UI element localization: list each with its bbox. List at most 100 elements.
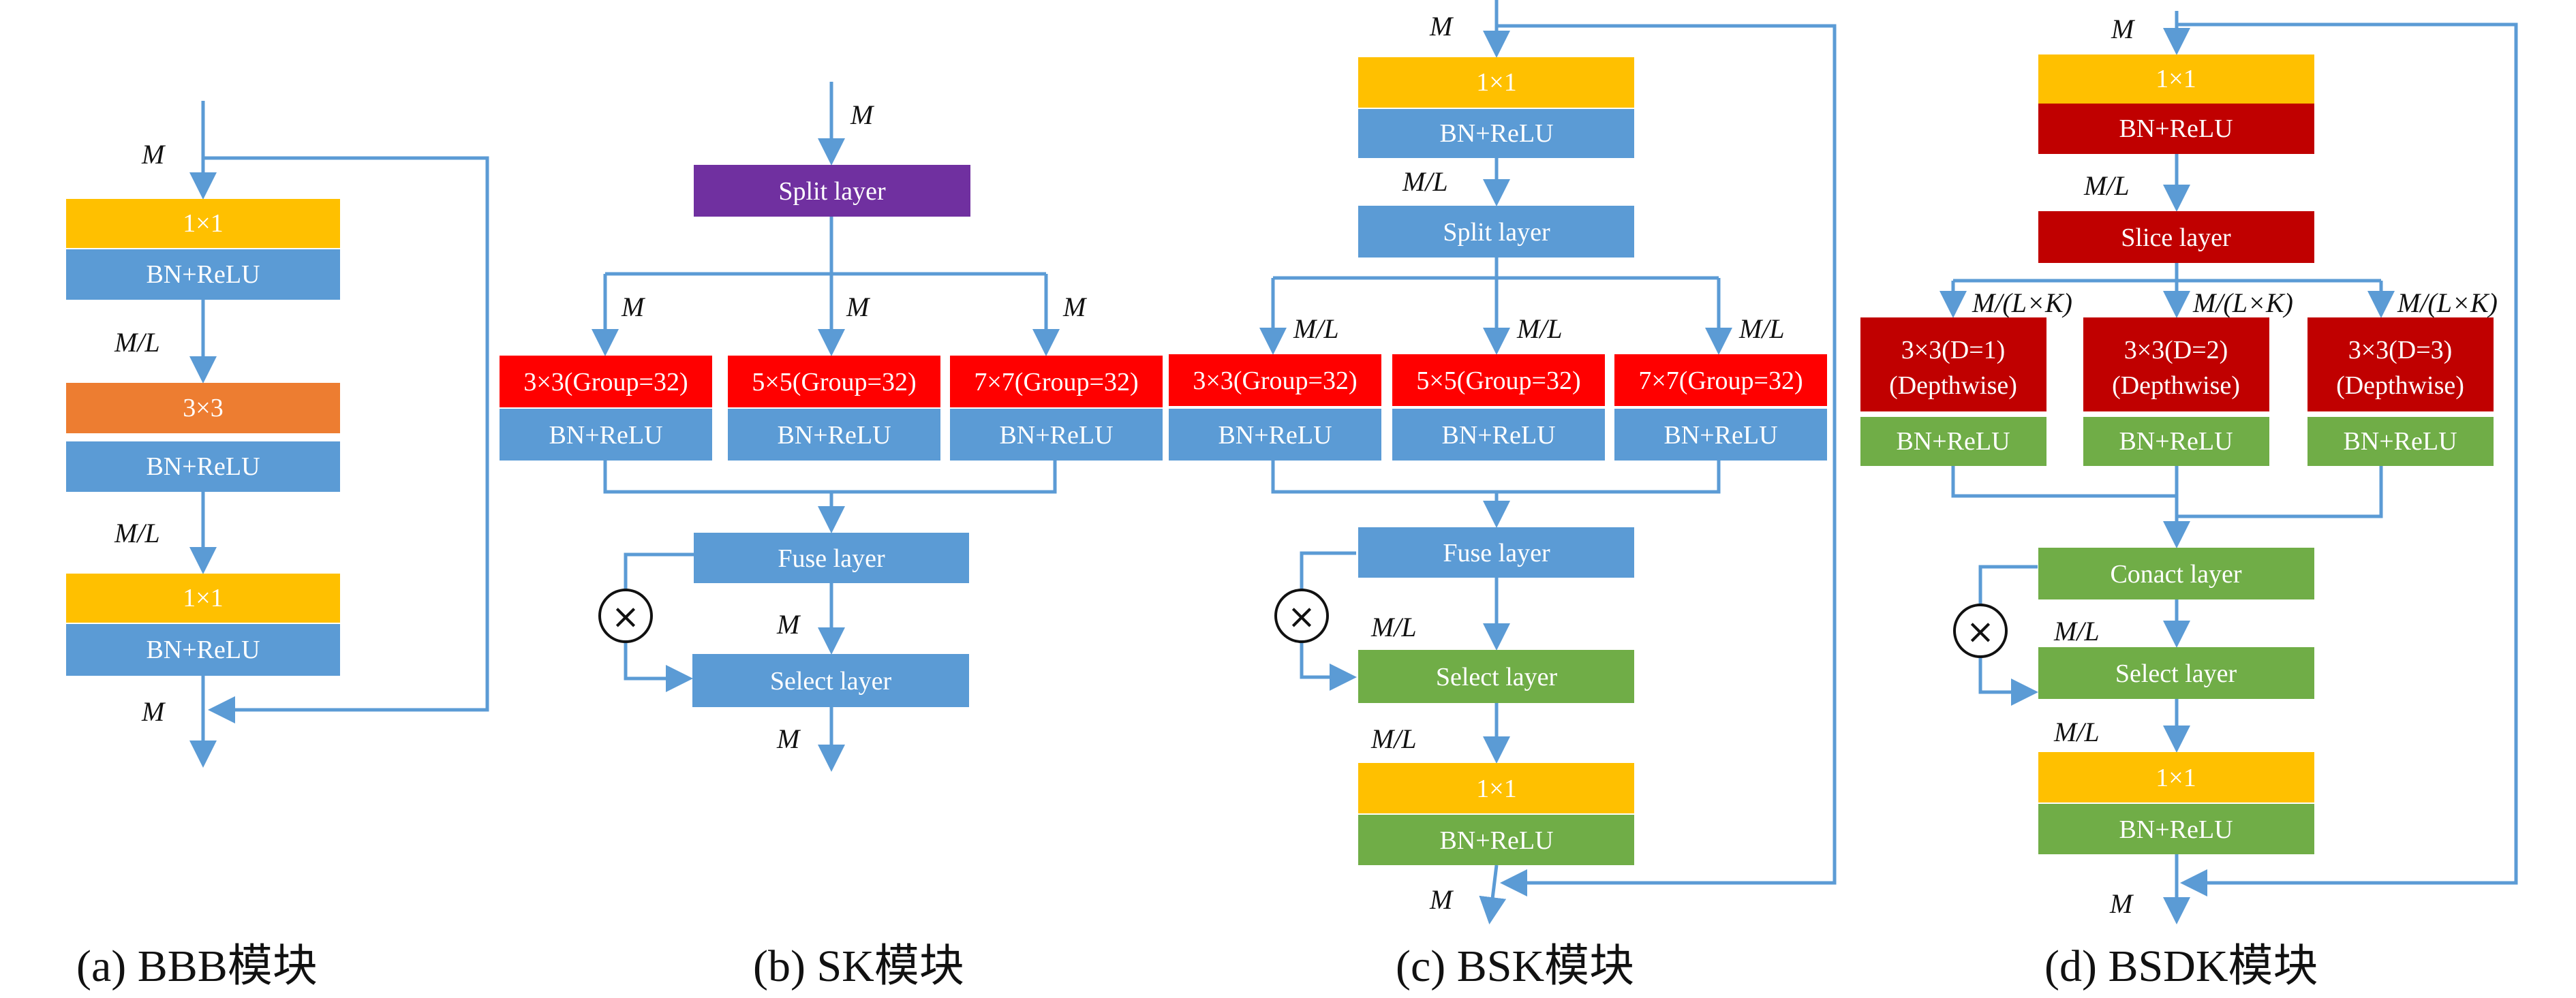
d-conv1x1-out xyxy=(2038,752,2314,802)
c-merge-bar xyxy=(1271,461,1721,494)
d-bn-relu-in xyxy=(2038,104,2314,154)
a-bn-relu-1-label: BN+ReLU xyxy=(146,260,260,289)
panel-b: Split layer 3×3(Group=32) BN+ReLU 5×5(Gr… xyxy=(500,82,1163,772)
d-bn-relu-3 xyxy=(2307,417,2494,466)
skip-connection-d xyxy=(2177,22,2518,896)
b-bn-relu-3-label: BN+ReLU xyxy=(999,421,1113,450)
panel-d: 1×1 BN+ReLU Slice layer 3×3(D=1) (Depthw… xyxy=(1860,11,2518,924)
a-label-m-top: M xyxy=(141,139,166,170)
d-depthwise-d3-label-a: 3×3(D=3) xyxy=(2348,336,2453,364)
c-label-ml-3: M/L xyxy=(1738,313,1785,344)
d-conv1x1-in xyxy=(2038,54,2314,104)
d-conv1x1-out-label: 1×1 xyxy=(2156,764,2196,792)
c-bn-relu-in xyxy=(1358,109,1634,158)
c-label-ml-1: M/L xyxy=(1293,313,1339,344)
c-label-m-bottom: M xyxy=(1429,884,1454,915)
c-bn-relu-2-label: BN+ReLU xyxy=(1441,421,1555,450)
d-multiply-icon xyxy=(1953,604,2008,658)
b-label-m-mid: M xyxy=(776,609,801,640)
a-conv3x3 xyxy=(66,383,340,433)
c-conv-7x7-label: 7×7(Group=32) xyxy=(1638,367,1803,395)
c-label-ml-split: M/L xyxy=(1402,166,1448,197)
d-label-mlk-2: M/(L×K) xyxy=(2192,287,2293,318)
c-conv-5x5 xyxy=(1392,354,1605,406)
b-conv-5x5-label: 5×5(Group=32) xyxy=(752,368,916,396)
c-label-ml-2: M/L xyxy=(1516,313,1563,344)
d-conv1x1-in-label: 1×1 xyxy=(2156,65,2196,93)
d-bn-relu-out xyxy=(2038,804,2314,854)
d-concat-to-mult xyxy=(1978,565,2038,605)
a-label-m-bottom: M xyxy=(141,696,166,727)
d-label-ml-slice: M/L xyxy=(2083,170,2130,201)
a-bn-relu-1 xyxy=(66,249,340,300)
d-label-m-bottom: M xyxy=(2109,888,2134,919)
a-conv1x1-top xyxy=(66,199,340,248)
d-depthwise-d3-label-b: (Depthwise) xyxy=(2336,371,2464,400)
c-bn-relu-3 xyxy=(1614,409,1827,461)
c-conv-7x7 xyxy=(1614,354,1827,406)
b-fuse-to-mult xyxy=(624,552,694,590)
b-label-m-bottom: M xyxy=(776,723,801,754)
c-conv1x1-out-label: 1×1 xyxy=(1476,775,1516,803)
b-fuse-layer xyxy=(694,533,969,583)
c-fuse-layer xyxy=(1358,527,1634,578)
c-fuse-layer-label: Fuse layer xyxy=(1443,539,1550,567)
b-mult-to-select xyxy=(624,642,693,692)
caption-b: (b) SK模块 xyxy=(753,941,964,991)
d-concat-layer-label: Conact layer xyxy=(2110,560,2241,589)
d-slice-layer-label: Slice layer xyxy=(2121,223,2231,252)
d-mult-to-select xyxy=(1978,657,2038,706)
a-conv1x1-top-label: 1×1 xyxy=(183,209,223,238)
c-bn-relu-1-label: BN+ReLU xyxy=(1218,421,1332,450)
c-conv-3x3 xyxy=(1169,354,1381,406)
d-depthwise-d2-label-a: 3×3(D=2) xyxy=(2124,336,2228,364)
d-depthwise-d3 xyxy=(2307,317,2494,411)
d-slice-layer xyxy=(2038,211,2314,263)
d-depthwise-d1-label-b: (Depthwise) xyxy=(1889,371,2017,400)
d-label-m-top: M xyxy=(2111,14,2136,44)
c-bn-relu-3-label: BN+ReLU xyxy=(1663,421,1777,450)
d-label-mlk-3: M/(L×K) xyxy=(2397,287,2498,318)
d-select-layer xyxy=(2038,647,2314,699)
c-label-ml-out: M/L xyxy=(1370,723,1417,754)
b-conv-3x3 xyxy=(500,356,712,407)
c-label-ml-select: M/L xyxy=(1370,612,1417,642)
skip-connection-c xyxy=(1497,24,1837,896)
d-label-ml-select: M/L xyxy=(2053,616,2100,646)
c-conv1x1-out xyxy=(1358,763,1634,813)
c-bn-relu-in-label: BN+ReLU xyxy=(1439,119,1553,148)
c-conv1x1-in-label: 1×1 xyxy=(1476,68,1516,97)
b-label-m-top: M xyxy=(850,99,875,130)
d-bn-relu-in-label: BN+ReLU xyxy=(2119,114,2233,143)
a-conv3x3-label: 3×3 xyxy=(183,394,223,422)
c-conv1x1-in xyxy=(1358,57,1634,108)
c-conv-3x3-label: 3×3(Group=32) xyxy=(1193,367,1357,395)
d-multiply-symbol: × xyxy=(1966,612,1995,651)
d-depthwise-d1-label-a: 3×3(D=1) xyxy=(1901,336,2006,364)
c-mult-to-select xyxy=(1300,642,1357,691)
c-bn-relu-out xyxy=(1358,815,1634,865)
b-label-m-3: M xyxy=(1062,292,1088,322)
d-concat-layer xyxy=(2038,548,2314,599)
c-multiply-symbol: × xyxy=(1287,597,1316,636)
b-label-m-1: M xyxy=(621,292,646,322)
d-merge-left xyxy=(1951,466,2177,498)
a-label-ml-1: M/L xyxy=(114,327,160,358)
b-bn-relu-1 xyxy=(500,409,712,461)
d-bn-relu-1-label: BN+ReLU xyxy=(1896,427,2010,456)
d-bn-relu-1 xyxy=(1860,417,2046,466)
c-select-layer-label: Select layer xyxy=(1436,663,1558,691)
b-conv-7x7-label: 7×7(Group=32) xyxy=(974,368,1138,396)
b-label-m-2: M xyxy=(846,292,871,322)
d-depthwise-d2-label-b: (Depthwise) xyxy=(2112,371,2240,400)
b-bn-relu-2 xyxy=(728,409,940,461)
a-bn-relu-3 xyxy=(66,624,340,676)
c-split-layer xyxy=(1358,206,1634,258)
c-bn-relu-out-label: BN+ReLU xyxy=(1439,826,1553,855)
c-multiply-icon xyxy=(1274,589,1329,643)
d-depthwise-d2 xyxy=(2083,317,2269,411)
a-bn-relu-2-label: BN+ReLU xyxy=(146,452,260,481)
d-label-mlk-1: M/(L×K) xyxy=(1972,287,2072,318)
c-conv-5x5-label: 5×5(Group=32) xyxy=(1416,367,1580,395)
